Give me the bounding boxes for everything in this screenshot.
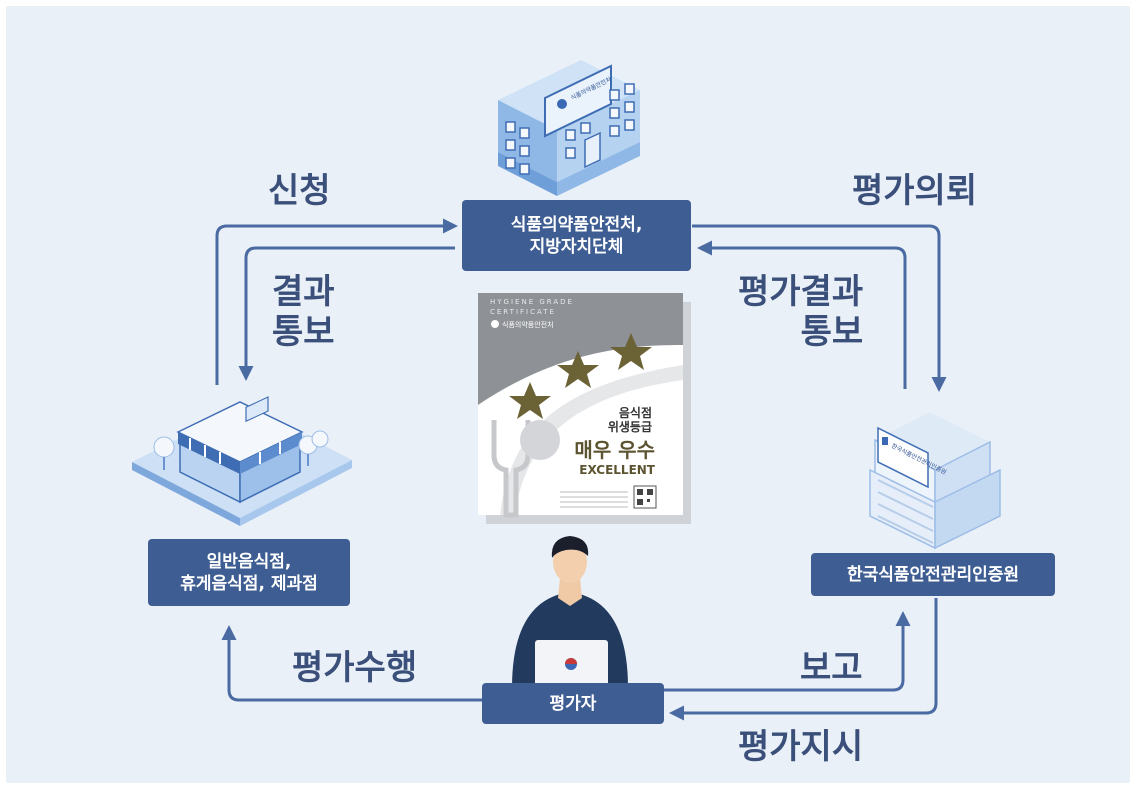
ministry-node: 식품의약품안전처, 지방자치단체 [462,200,691,271]
instruct-arrow [669,598,938,721]
institute-building-illustration: 한국식품안전관리인증원 [869,412,1001,550]
ministry-building-illustration: 식품의약품안전처 [498,60,640,196]
cert-title-2: 위생등급 [608,419,652,434]
result-notice-label-line2: 통보 [272,312,335,352]
eval-result-arrow [697,240,907,389]
institute-node: 한국식품안전관리인증원 [811,553,1055,596]
eval-request-arrow [692,224,947,392]
cert-header-1: HYGIENE GRADE [490,298,574,306]
eval-result-label: 평가결과 통보 [738,272,863,352]
institute-label: 한국식품안전관리인증원 [846,564,1020,585]
eval-result-label-line1: 평가결과 [738,272,864,312]
eval-result-label-line2: 통보 [800,312,864,352]
result-notice-label-line1: 결과 [272,272,335,312]
evaluator-node: 평가자 [482,683,664,724]
result-notice-label: 결과 통보 [272,272,335,352]
result-notice-arrow [238,246,455,381]
evaluator-label: 평가자 [549,693,597,714]
ministry-label-line1: 식품의약품안전처, [510,214,643,235]
report-arrow [664,611,911,692]
restaurant-label-line1: 일반음식점, [206,551,292,572]
hygiene-certificate-illustration: HYGIENE GRADE CERTIFICATE 식품의약품안전처 음식점 위… [478,293,691,524]
apply-label: 신청 [268,171,331,211]
eval-request-label: 평가의뢰 [852,171,978,211]
apply-arrow [215,218,458,385]
perform-arrow [221,625,482,702]
instruct-label: 평가지시 [738,727,864,767]
restaurant-label-line2: 휴게음식점, 제과점 [180,573,318,594]
perform-label: 평가수행 [292,648,418,688]
cert-title-1: 음식점 [619,405,652,420]
cert-grade-en: EXCELLENT [579,463,656,477]
cert-grade-kr: 매우 우수 [574,438,655,462]
cert-issuer: 식품의약품안전처 [502,320,554,329]
restaurant-node: 일반음식점, 휴게음식점, 제과점 [148,539,350,606]
report-label: 보고 [800,648,863,688]
ministry-label-line2: 지방자치단체 [529,236,624,257]
cert-header-2: CERTIFICATE [490,308,556,316]
evaluator-person-illustration [512,536,628,688]
restaurant-building-illustration [132,396,352,526]
